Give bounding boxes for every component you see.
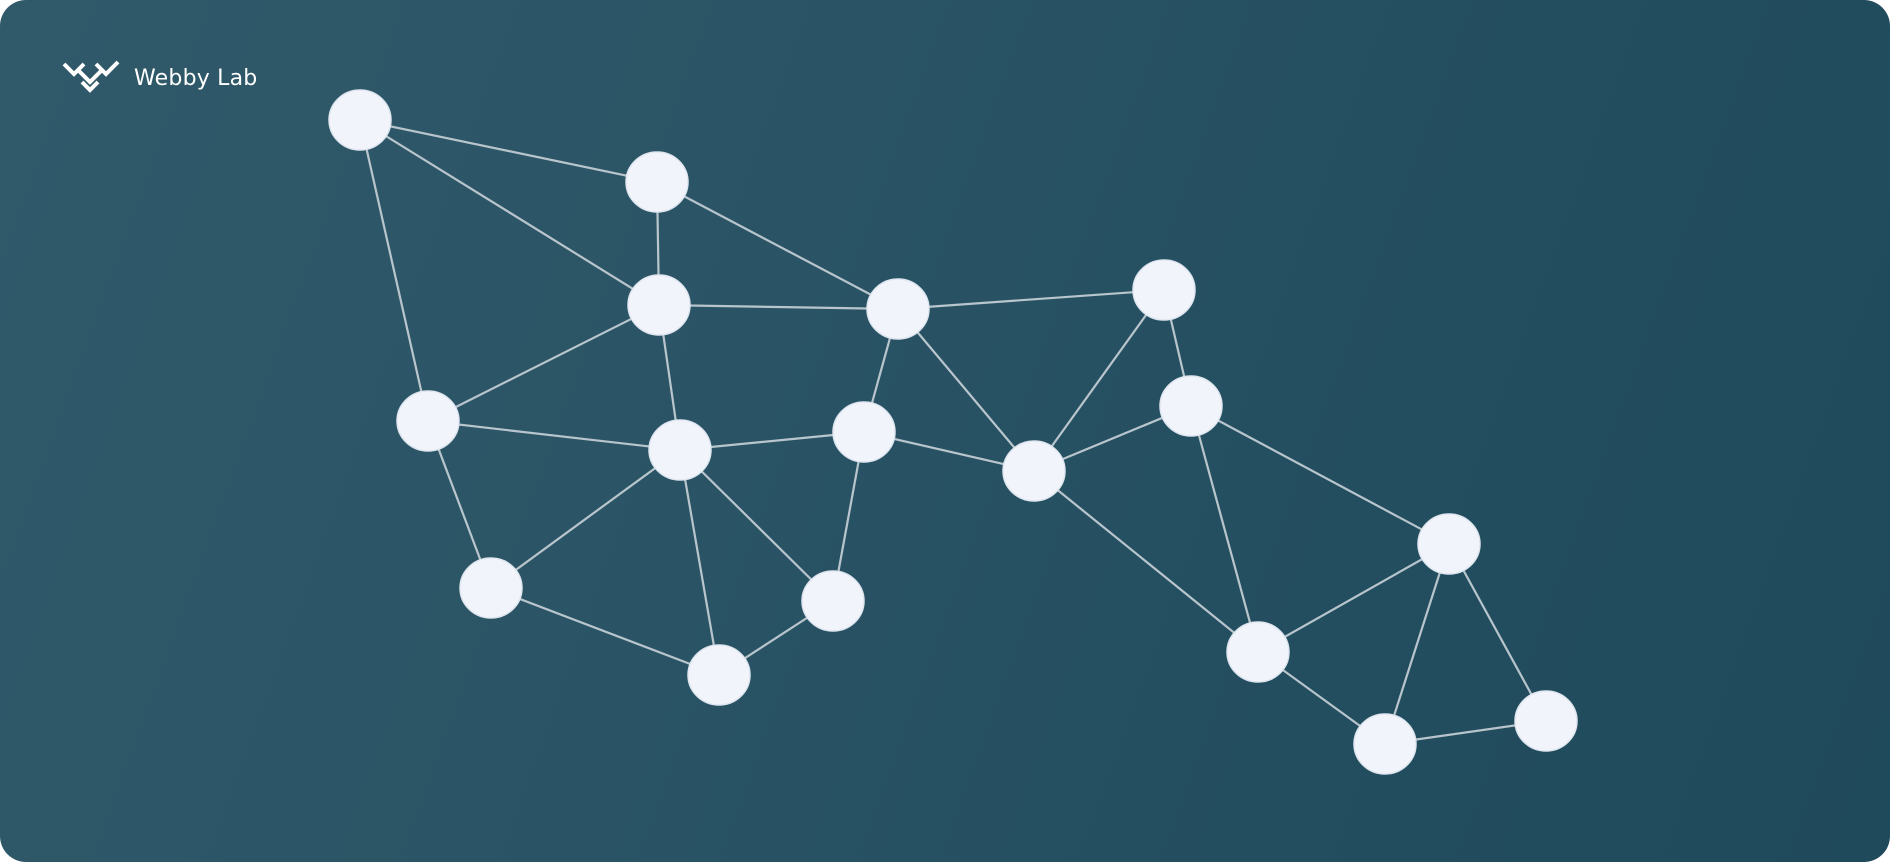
brand-logo[interactable]: Webby Lab: [60, 58, 257, 98]
edge-n6-n9: [679, 449, 834, 602]
node-n13: [1159, 375, 1223, 437]
node-n7: [832, 401, 896, 463]
node-n10: [687, 644, 751, 706]
webbylab-logo-icon: [62, 60, 120, 93]
edge-n13-n15: [1189, 405, 1260, 653]
brand-name: Webby Lab: [134, 65, 258, 91]
edge-n11-n12: [1033, 289, 1165, 472]
node-n12: [1002, 440, 1066, 502]
edge-n14-n15: [1257, 543, 1450, 653]
graph-nodes: [328, 89, 1578, 775]
node-n16: [1353, 713, 1417, 775]
node-n6: [648, 419, 712, 481]
edge-n1-n3: [359, 119, 660, 306]
edge-n3-n4: [658, 303, 899, 311]
node-n5: [396, 390, 460, 452]
edge-n1-n2: [359, 118, 658, 184]
edge-n8-n10: [490, 586, 720, 677]
node-n2: [625, 151, 689, 213]
graph-edges: [358, 118, 1547, 746]
node-n9: [801, 570, 865, 632]
edge-n12-n15: [1033, 470, 1259, 653]
edge-n14-n16: [1383, 543, 1451, 745]
edge-n4-n12: [897, 308, 1035, 472]
node-n14: [1417, 513, 1481, 575]
edge-n2-n4: [656, 181, 899, 310]
node-n1: [328, 89, 392, 151]
edge-n6-n8: [490, 449, 681, 589]
node-n3: [627, 274, 691, 336]
node-n8: [459, 557, 523, 619]
edge-n5-n6: [427, 419, 681, 452]
node-n15: [1226, 621, 1290, 683]
node-n4: [866, 278, 930, 340]
edge-n1-n5: [358, 119, 430, 422]
edge-n13-n14: [1190, 405, 1450, 545]
node-n17: [1514, 690, 1578, 752]
node-n11: [1132, 259, 1196, 321]
edge-n6-n10: [678, 449, 721, 676]
edge-n3-n5: [427, 304, 660, 422]
edge-n4-n11: [897, 288, 1165, 311]
edge-n14-n17: [1448, 543, 1547, 722]
